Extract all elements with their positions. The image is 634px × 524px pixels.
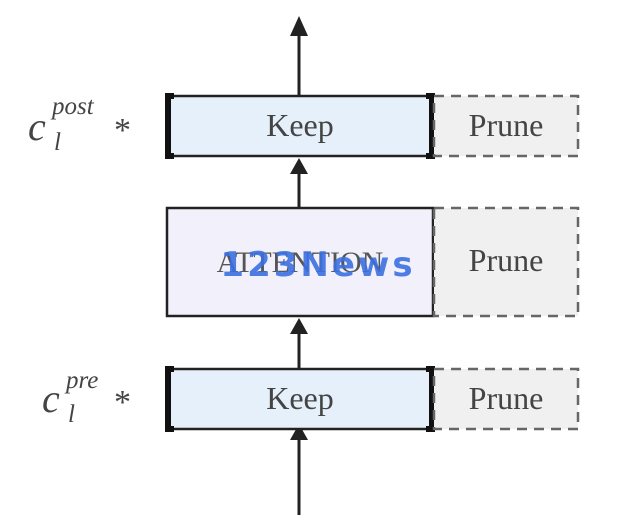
pre-row: c pre l * Keep Prune — [42, 366, 580, 432]
post-coefficient-subscript: l — [54, 129, 61, 156]
attention-prune-label: Prune — [469, 242, 544, 278]
attention-prune-box — [432, 206, 580, 318]
post-prune-box — [432, 94, 580, 158]
attention-row: ATTENTION Prune — [165, 206, 580, 318]
attention-label: ATTENTION — [217, 246, 384, 279]
pre-prune-box — [432, 367, 580, 431]
pre-coefficient: c — [42, 376, 60, 421]
post-keep-label: Keep — [266, 107, 334, 143]
post-multiply-operator: * — [114, 112, 131, 149]
pre-keep-label: Keep — [266, 380, 334, 416]
pre-prune-label: Prune — [469, 380, 544, 416]
post-row: c post l * Keep Prune — [28, 93, 580, 159]
pre-coefficient-superscript: pre — [64, 367, 98, 394]
post-coefficient-superscript: post — [50, 93, 95, 120]
flow-arrows — [290, 16, 308, 515]
post-prune-label: Prune — [469, 107, 544, 143]
pre-coefficient-subscript: l — [68, 401, 75, 428]
watermark-text: 123News — [220, 245, 415, 285]
post-coefficient: c — [28, 104, 46, 149]
pre-keep-box — [166, 367, 434, 431]
pre-multiply-operator: * — [114, 384, 131, 421]
